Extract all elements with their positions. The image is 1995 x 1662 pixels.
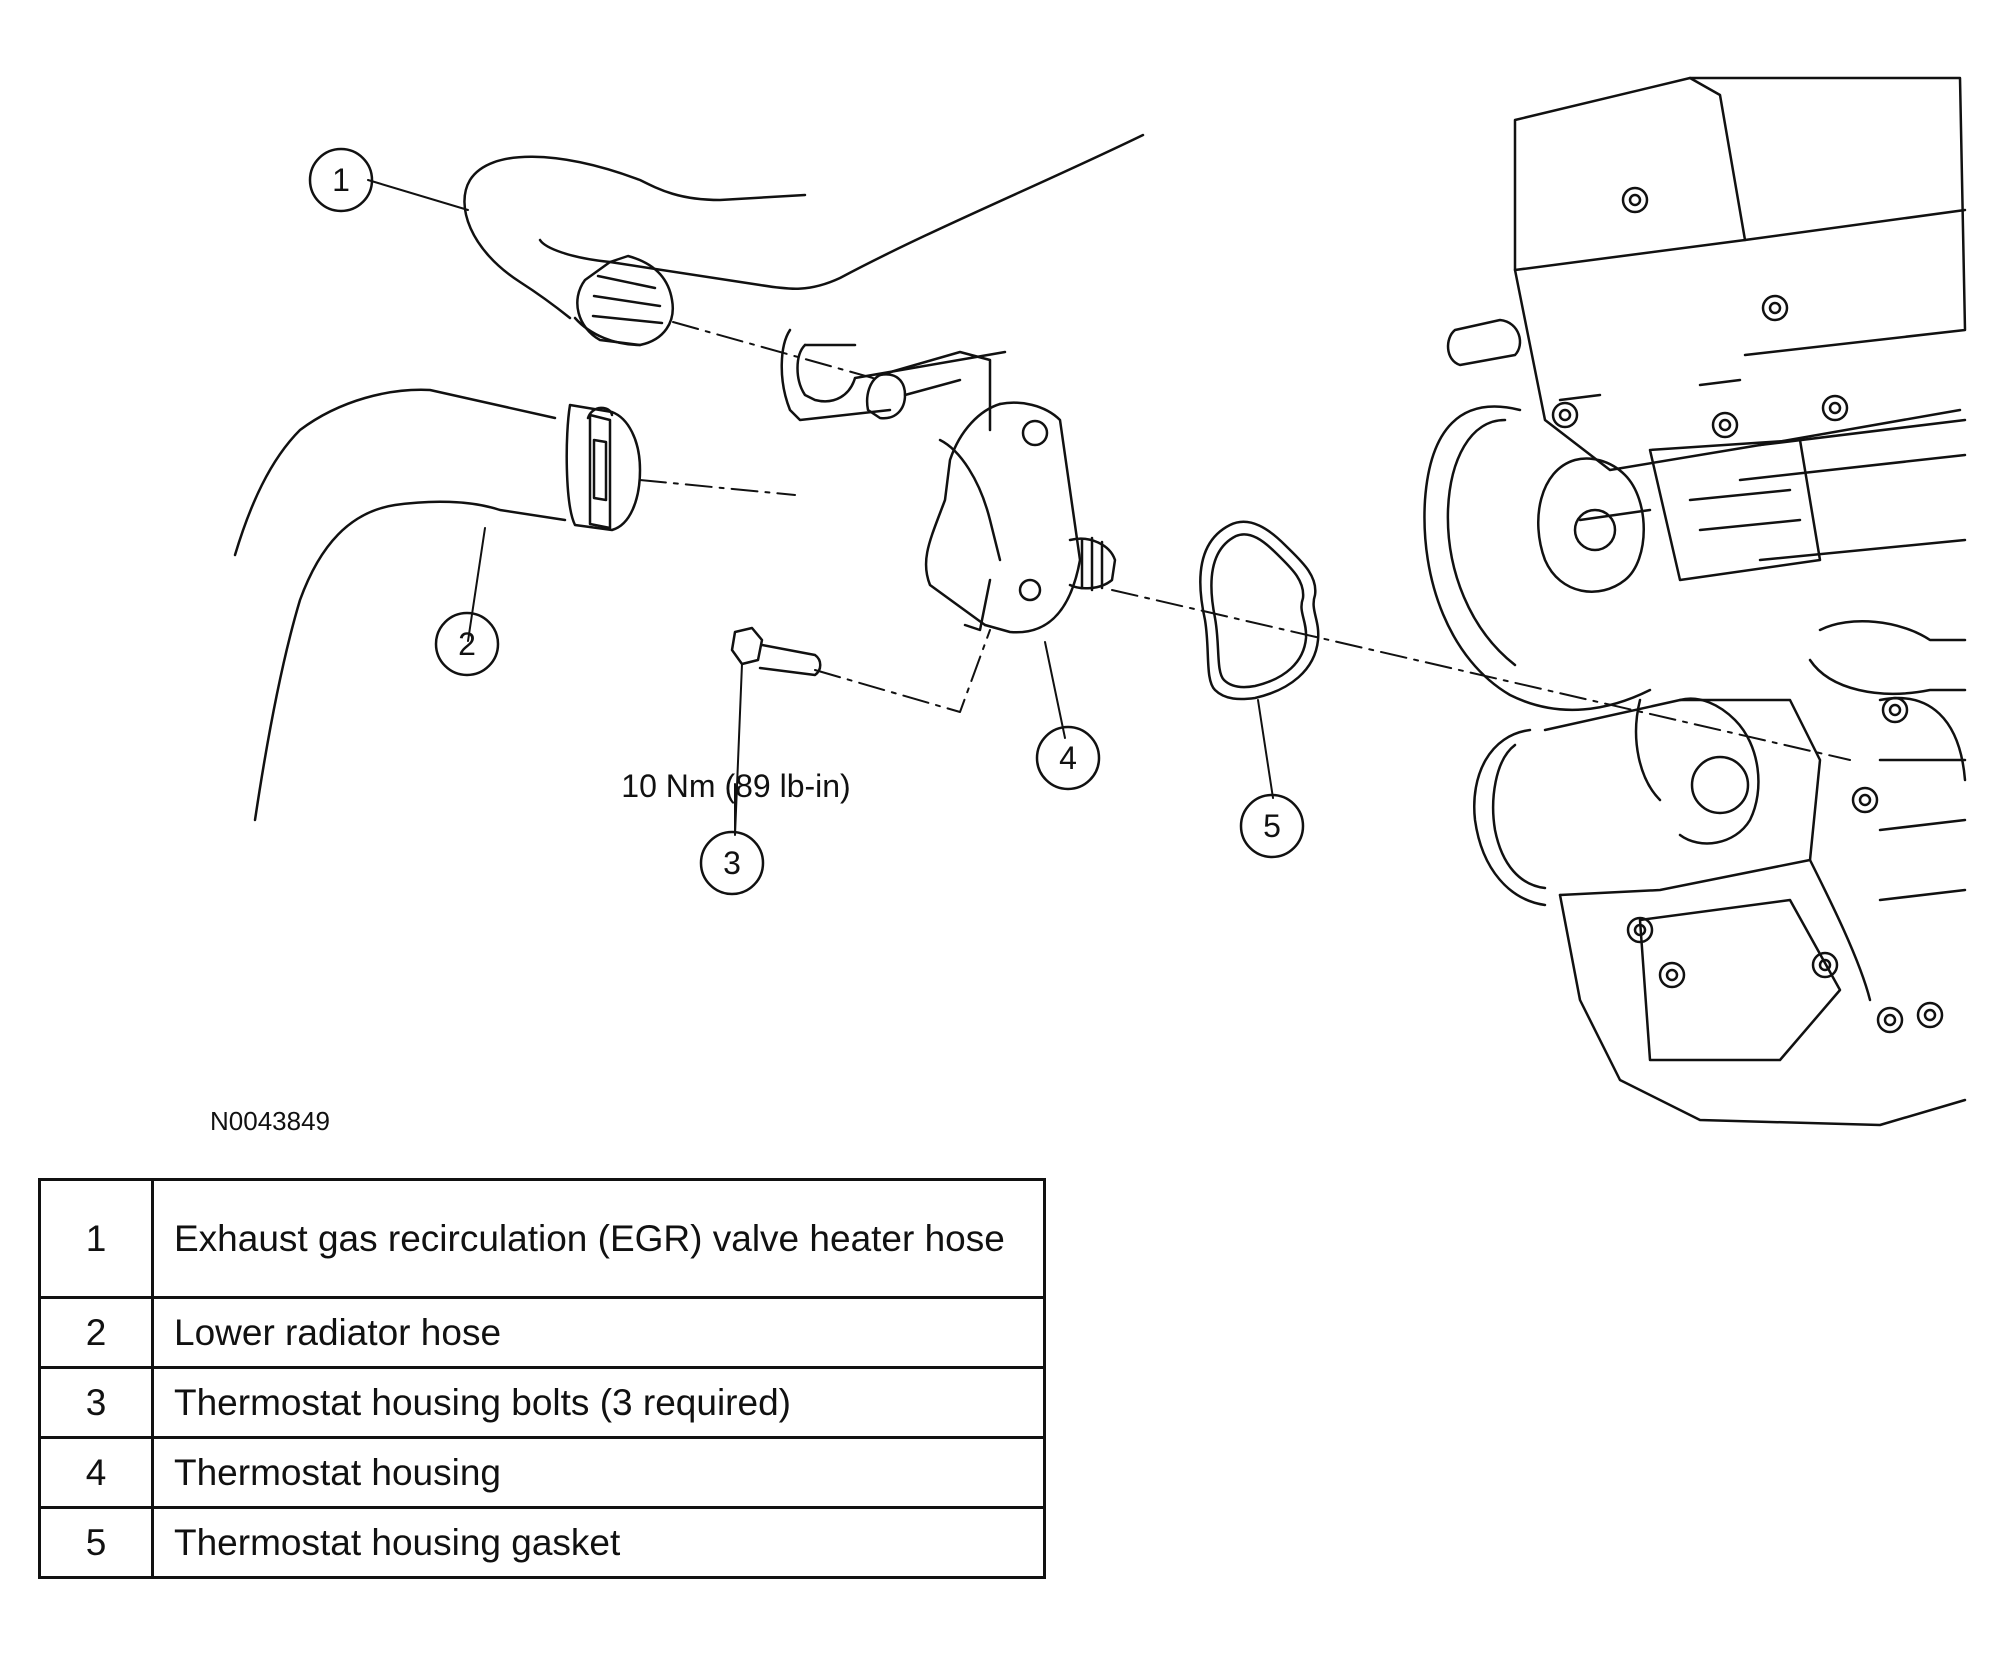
callout-circle-1 <box>308 147 374 213</box>
thermostat-housing <box>780 328 1117 634</box>
legend-number: 5 <box>38 1506 154 1579</box>
legend-description: Thermostat housing <box>151 1436 1046 1509</box>
legend-number: 1 <box>38 1178 154 1299</box>
housing-bolt <box>730 626 822 677</box>
legend-row: 4 Thermostat housing <box>38 1436 1046 1509</box>
callout-1-label: 1 <box>332 162 350 198</box>
legend-description: Lower radiator hose <box>151 1296 1046 1369</box>
legend-number: 3 <box>38 1366 154 1439</box>
leader-lines <box>367 179 1274 836</box>
callout-2-label: 2 <box>458 626 476 662</box>
legend-row: 1 Exhaust gas recirculation (EGR) valve … <box>38 1178 1046 1299</box>
legend-description: Exhaust gas recirculation (EGR) valve he… <box>151 1178 1046 1299</box>
legend-row: 2 Lower radiator hose <box>38 1296 1046 1369</box>
callout-4-label: 4 <box>1059 740 1077 776</box>
thermostat-gasket <box>1199 520 1320 701</box>
exploded-view-diagram: 1 2 3 4 5 10 Nm (89 lb-in) N0043849 <box>210 76 1967 1136</box>
callout-circle-4 <box>1035 725 1101 791</box>
torque-spec: 10 Nm (89 lb-in) <box>621 768 850 804</box>
legend-row: 3 Thermostat housing bolts (3 required) <box>38 1366 1046 1439</box>
figure-reference: N0043849 <box>210 1106 330 1136</box>
legend-row: 5 Thermostat housing gasket <box>38 1506 1046 1579</box>
callout-circle-3 <box>699 830 765 896</box>
callout-circle-2 <box>434 611 500 677</box>
callout-3-label: 3 <box>723 845 741 881</box>
egr-heater-hose <box>463 133 1145 347</box>
legend-description: Thermostat housing bolts (3 required) <box>151 1366 1046 1439</box>
legend-number: 4 <box>38 1436 154 1509</box>
legend-description: Thermostat housing gasket <box>151 1506 1046 1579</box>
callout-5-label: 5 <box>1263 808 1281 844</box>
lower-radiator-hose <box>233 388 642 822</box>
engine-block <box>1423 76 1967 1127</box>
callout-circle-5 <box>1239 793 1305 859</box>
alignment-lines <box>639 321 1851 761</box>
legend-table: 1 Exhaust gas recirculation (EGR) valve … <box>38 1178 1046 1579</box>
legend-number: 2 <box>38 1296 154 1369</box>
